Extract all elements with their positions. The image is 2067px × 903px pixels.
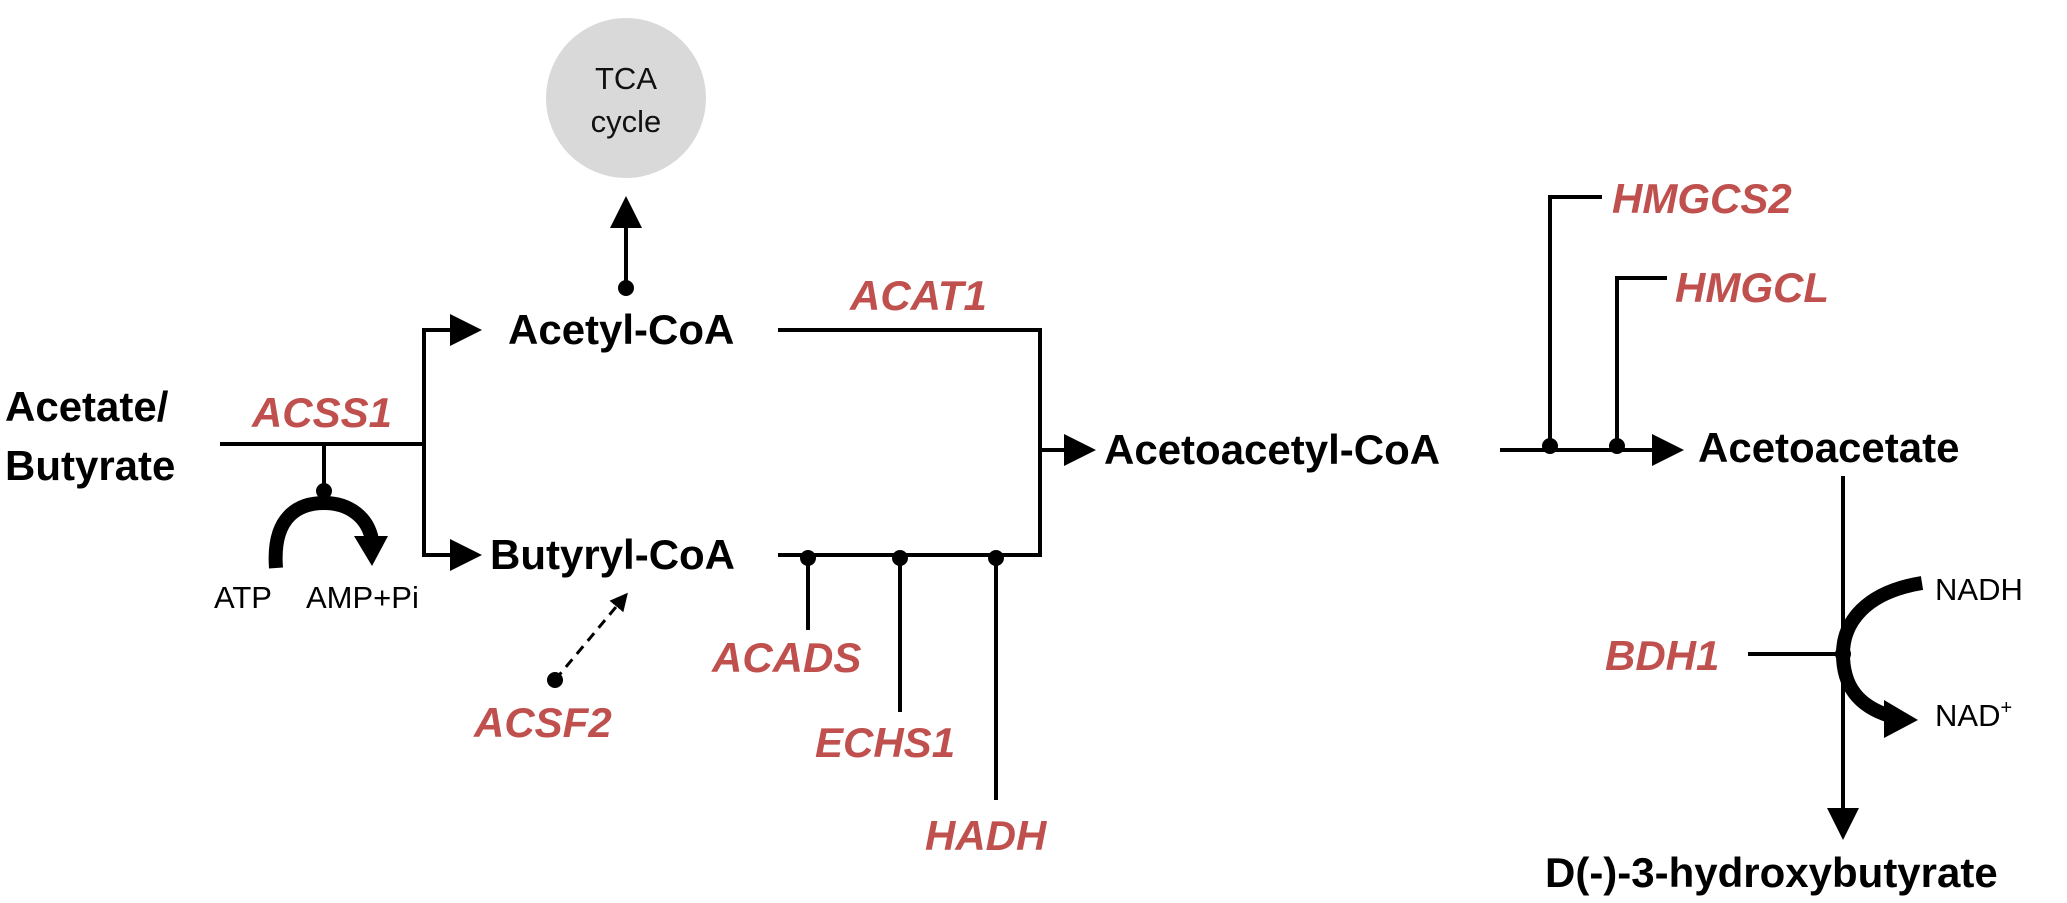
tca-cycle-node: TCA cycle (546, 18, 706, 178)
hmgcs2-label: HMGCS2 (1612, 175, 1792, 222)
nadh-to-nad-curved-arrow (1835, 576, 1924, 723)
butyryl-coa-label: Butyryl-CoA (490, 531, 735, 578)
hmgcs2-connector (1548, 195, 1602, 446)
acetoacetyl-coa-label: Acetoacetyl-CoA (1104, 426, 1440, 473)
amp-pi-label: AMP+Pi (306, 580, 419, 615)
echs1-label: ECHS1 (815, 719, 955, 766)
acss1-dot (316, 483, 332, 499)
acsf2-dashed-arrow (553, 592, 628, 681)
hadh-label: HADH (925, 812, 1048, 859)
hmgcs2-dot (1542, 438, 1558, 454)
atp-label: ATP (214, 580, 272, 615)
acads-dot (800, 550, 816, 566)
hadh-dot (988, 550, 1004, 566)
acetate-butyrate-label-line2: Butyrate (5, 442, 175, 489)
acsf2-dot (547, 672, 563, 688)
acsf2-label: ACSF2 (473, 699, 612, 746)
hmgcl-connector (1615, 276, 1667, 446)
acads-label: ACADS (711, 634, 861, 681)
nadh-label: NADH (1935, 572, 2023, 607)
acat1-label: ACAT1 (849, 272, 987, 319)
tca-label-line2: cycle (591, 104, 662, 139)
acetoacetate-label: Acetoacetate (1698, 424, 1959, 471)
acss1-label: ACSS1 (251, 389, 392, 436)
atp-to-amp-curved-arrow (268, 495, 379, 569)
hmgcl-dot (1609, 438, 1625, 454)
hydroxybutyrate-label: D(-)-3-hydroxybutyrate (1545, 849, 1998, 896)
acetyl-to-tca-dot (618, 280, 634, 296)
acetyl-coa-label: Acetyl-CoA (508, 306, 734, 353)
tca-cycle-circle (546, 18, 706, 178)
acetate-butyrate-label-line1: Acetate/ (5, 383, 169, 430)
nad-charge: + (2000, 697, 2012, 719)
nad-text: NAD (1935, 698, 2000, 733)
tca-label-line1: TCA (595, 61, 657, 96)
nad-label: NAD+ (1935, 697, 2012, 733)
echs1-dot (892, 550, 908, 566)
nadh-to-nad-arrowhead (1884, 700, 1918, 738)
bdh1-label: BDH1 (1605, 632, 1719, 679)
atp-to-amp-arrowhead (354, 536, 388, 566)
hmgcl-label: HMGCL (1675, 264, 1829, 311)
